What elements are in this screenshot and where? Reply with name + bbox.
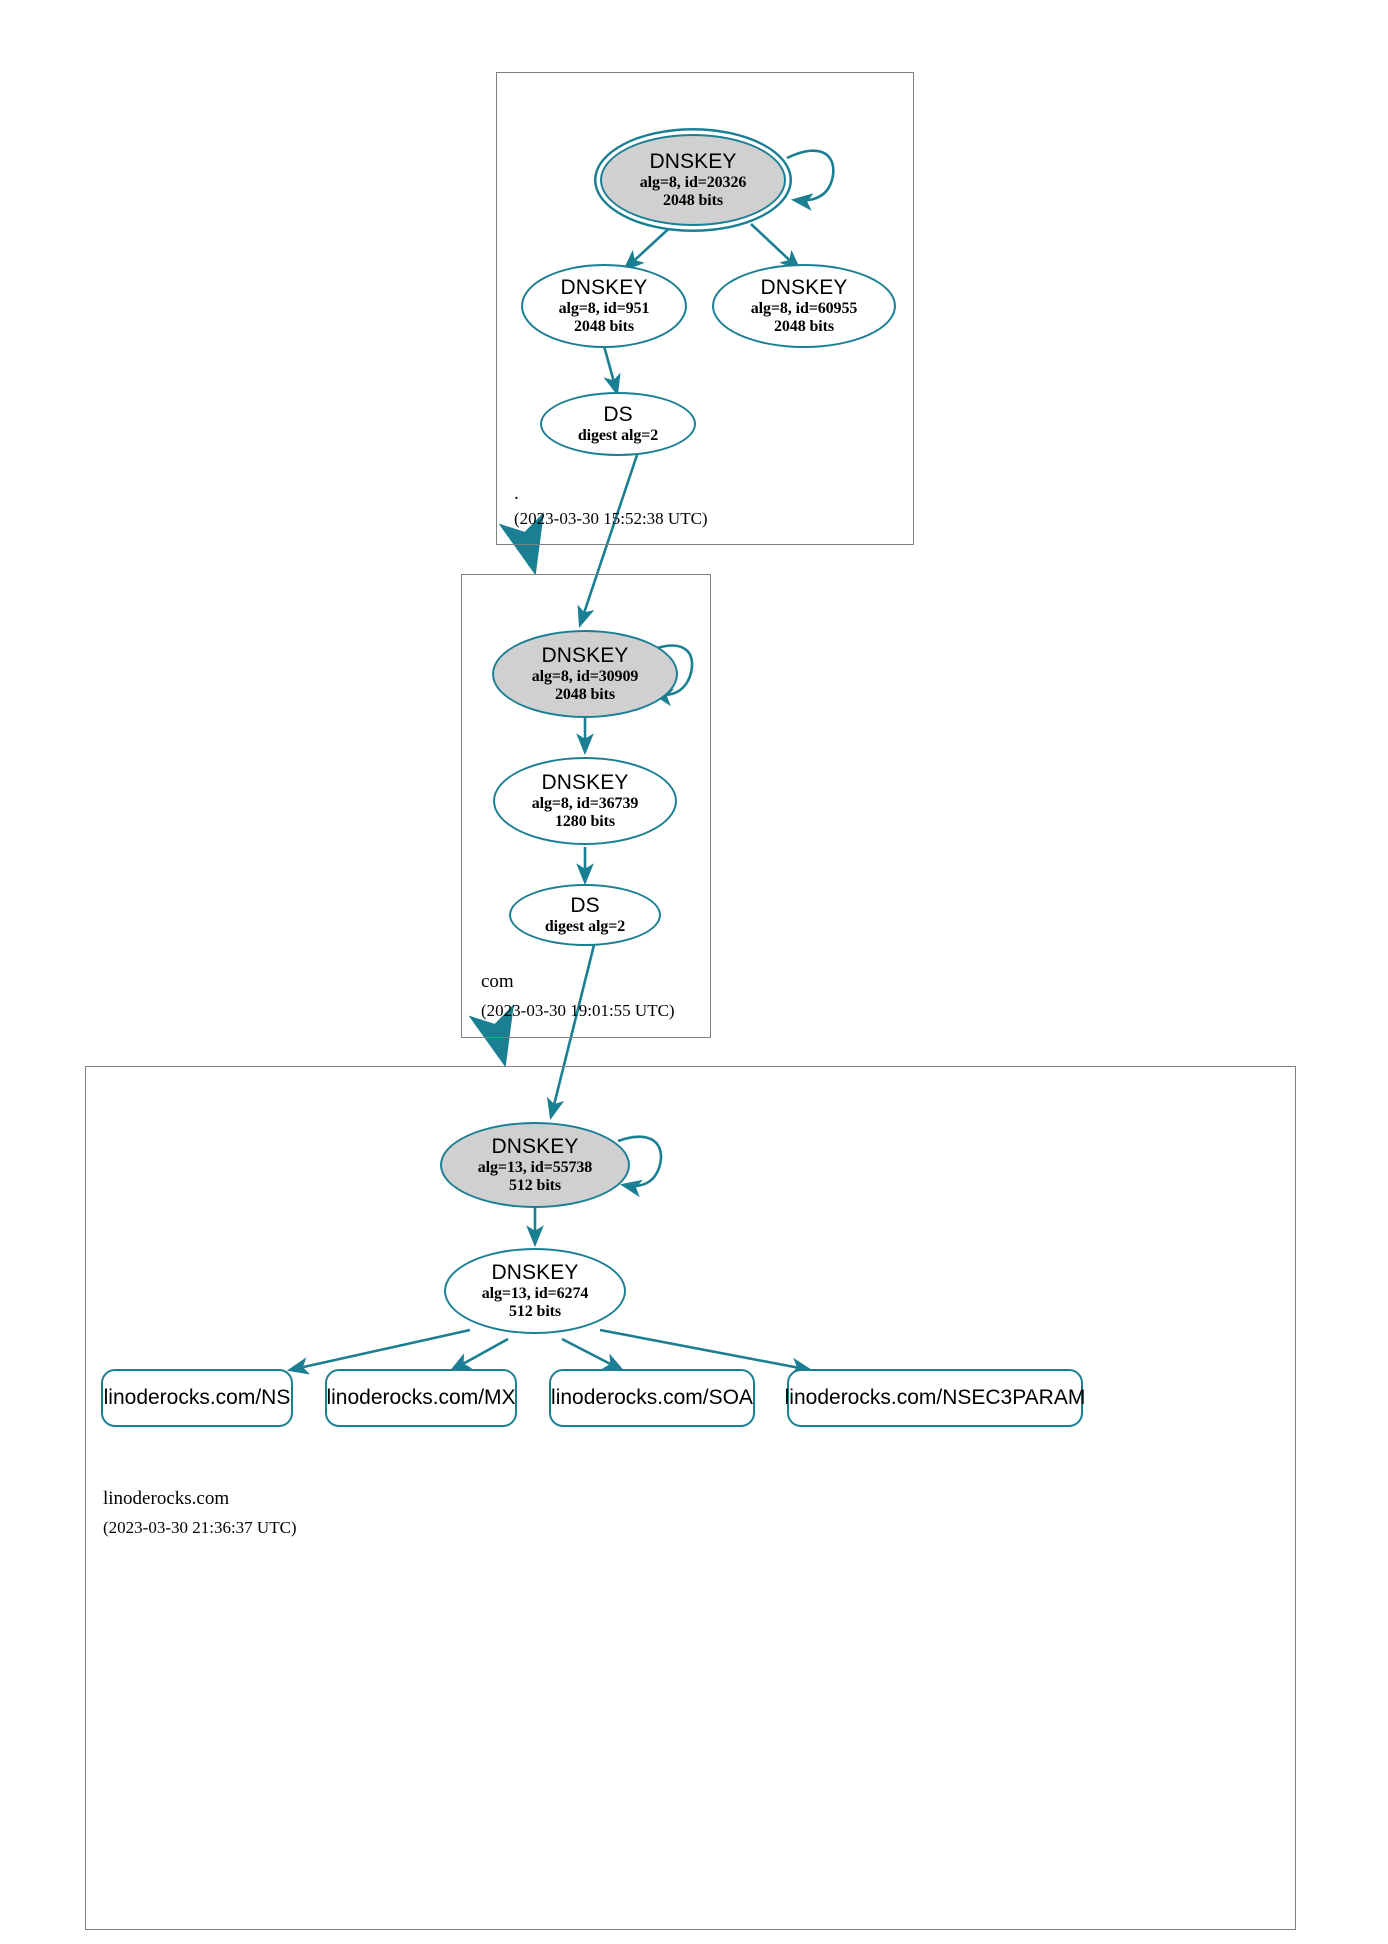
node-params: digest alg=2 [544,917,626,935]
node-dnskey-com-zsk-36739[interactable]: DNSKEY alg=8, id=36739 1280 bits [493,757,677,845]
node-title: DNSKEY [541,771,629,795]
delegation-arrow-root-to-com [498,512,544,576]
zone-box-root [496,72,914,545]
node-dnskey-root-zsk-951[interactable]: DNSKEY alg=8, id=951 2048 bits [521,264,687,348]
rrset-label: linoderocks.com/NSEC3PARAM [784,1386,1086,1410]
rrset-label: linoderocks.com/SOA [551,1386,753,1410]
rrset-label: linoderocks.com/NS [103,1386,291,1410]
node-title: DS [570,894,600,918]
zone-timestamp-root: (2023-03-30 15:52:38 UTC) [514,509,708,528]
node-dnskey-root-zsk-60955[interactable]: DNSKEY alg=8, id=60955 2048 bits [712,264,896,348]
node-params: digest alg=2 [577,426,659,444]
zone-label-root: . [514,483,519,504]
node-size: 512 bits [508,1302,562,1320]
node-params: alg=8, id=30909 [531,667,639,685]
node-dnskey-com-ksk-30909[interactable]: DNSKEY alg=8, id=30909 2048 bits [492,630,678,718]
node-title: DNSKEY [491,1135,579,1159]
node-title: DNSKEY [491,1261,579,1285]
rrset-node-soa[interactable]: linoderocks.com/SOA [549,1369,755,1427]
zone-label-linoderocks: linoderocks.com [103,1488,230,1509]
delegation-arrow-com-to-linoderocks [468,1004,514,1068]
zone-box-com [461,574,711,1038]
node-params: alg=8, id=60955 [750,299,858,317]
node-title: DNSKEY [541,644,629,668]
node-title: DNSKEY [560,276,648,300]
node-size: 2048 bits [574,317,634,335]
node-params: alg=13, id=55738 [477,1158,593,1176]
node-size: 2048 bits [774,317,834,335]
node-params: alg=13, id=6274 [481,1284,589,1302]
zone-timestamp-linoderocks: (2023-03-30 21:36:37 UTC) [103,1518,297,1537]
zone-label-com: com [481,971,514,992]
node-dnskey-linoderocks-ksk-55738[interactable]: DNSKEY alg=13, id=55738 512 bits [440,1122,630,1208]
zone-timestamp-com: (2023-03-30 19:01:55 UTC) [481,1001,675,1020]
node-params: alg=8, id=951 [558,299,650,317]
node-dnskey-root-ksk-20326[interactable]: DNSKEY alg=8, id=20326 2048 bits [600,134,786,226]
rrset-node-ns[interactable]: linoderocks.com/NS [101,1369,293,1427]
node-title: DS [603,403,633,427]
rrset-label: linoderocks.com/MX [326,1386,516,1410]
node-params: alg=8, id=36739 [531,794,639,812]
node-title: DNSKEY [649,150,737,174]
rrset-node-mx[interactable]: linoderocks.com/MX [325,1369,517,1427]
zone-box-linoderocks [85,1066,1296,1930]
node-params: alg=8, id=20326 [639,173,747,191]
node-size: 512 bits [508,1176,562,1194]
node-title: DNSKEY [760,276,848,300]
node-ds-root[interactable]: DS digest alg=2 [540,392,696,456]
node-size: 1280 bits [555,812,615,830]
node-ds-com[interactable]: DS digest alg=2 [509,884,661,946]
node-size: 2048 bits [555,685,615,703]
rrset-node-nsec3param[interactable]: linoderocks.com/NSEC3PARAM [784,1369,1086,1427]
node-dnskey-linoderocks-zsk-6274[interactable]: DNSKEY alg=13, id=6274 512 bits [444,1248,626,1334]
node-size: 2048 bits [663,191,723,209]
